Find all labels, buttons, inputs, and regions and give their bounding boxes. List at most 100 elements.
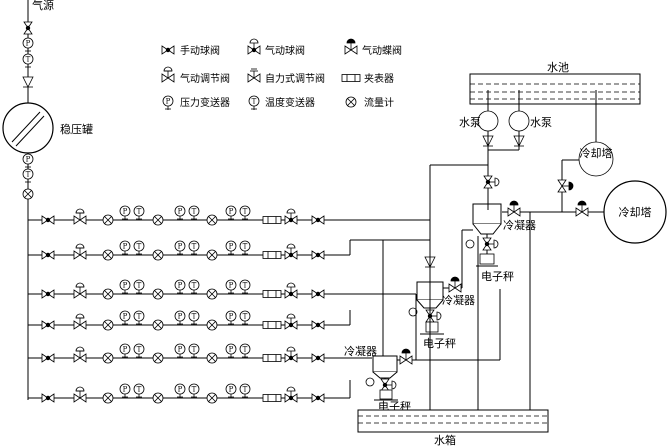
branch-regulating-valve-icon[interactable] — [73, 243, 87, 260]
branch-manual-valve-icon[interactable] — [311, 353, 325, 363]
branch-flowmeter-icon — [152, 214, 164, 226]
branch-flowmeter-icon — [152, 352, 164, 364]
branch-row — [28, 240, 350, 261]
branch-flowmeter-icon — [102, 288, 114, 300]
scale-2-label: 电子秤 — [423, 337, 456, 350]
branch-temperature-transmitter-icon — [239, 279, 251, 295]
branch-flowmeter-icon — [102, 392, 114, 404]
branch-pneumatic-ball-valve-icon[interactable] — [284, 386, 298, 403]
branch-row — [28, 310, 350, 331]
branch-regulating-valve-icon[interactable] — [73, 346, 87, 363]
branch-flowmeter-icon — [152, 319, 164, 331]
condenser2-drain-valve-icon[interactable] — [425, 309, 442, 323]
branch-pneumatic-ball-valve-icon[interactable] — [284, 208, 298, 225]
tank-pressure-transmitter-icon — [22, 153, 34, 169]
source-temperature-transmitter-icon — [22, 53, 34, 69]
branch-manual-valve-icon[interactable] — [311, 215, 325, 225]
legend-flowmeter-icon — [345, 96, 357, 108]
legend-temperature-transmitter-icon — [248, 95, 260, 111]
branch-temperature-transmitter-icon — [239, 205, 251, 221]
branch-temperature-transmitter-icon — [133, 279, 145, 295]
branch-pressure-transmitter-icon — [174, 343, 186, 359]
branch-pressure-transmitter-icon — [225, 310, 237, 326]
pump-left-icon[interactable] — [477, 110, 499, 132]
branch-manual-valve-icon[interactable] — [311, 320, 325, 330]
branch-manual-valve-icon[interactable] — [41, 289, 55, 299]
branch-pneumatic-ball-valve-icon[interactable] — [284, 282, 298, 299]
branch-flowmeter-icon — [102, 352, 114, 364]
branch-manual-valve-icon[interactable] — [311, 250, 325, 260]
branch-regulating-valve-icon[interactable] — [73, 282, 87, 299]
branch-pressure-transmitter-icon — [225, 205, 237, 221]
condenser3-drain-valve-icon[interactable] — [380, 378, 397, 392]
condenser1-outlet-valve-icon[interactable] — [507, 200, 521, 217]
pump-left-label: 水泵 — [459, 116, 481, 129]
scale-1-label: 电子秤 — [481, 270, 514, 283]
pump-outlet-valve-icon[interactable] — [483, 175, 500, 189]
branch-pressure-transmitter-icon — [174, 205, 186, 221]
condenser3-outlet-valve-icon[interactable] — [399, 348, 413, 365]
branch-row — [28, 343, 372, 364]
branch-regulating-valve-icon[interactable] — [73, 208, 87, 225]
condenser-1-label: 冷凝器 — [503, 218, 536, 232]
gas-source-label: 气源 — [32, 0, 54, 12]
condenser-3-label: 冷凝器 — [344, 344, 377, 358]
branch-pneumatic-ball-valve-icon[interactable] — [284, 346, 298, 363]
condenser2-outlet-valve-icon[interactable] — [448, 276, 462, 293]
branches — [28, 205, 430, 404]
branch-manual-valve-icon[interactable] — [41, 393, 55, 403]
stabilizer-tank-label: 稳压罐 — [60, 122, 93, 136]
branch-manual-valve-icon[interactable] — [41, 320, 55, 330]
condenser1-drain-valve-icon[interactable] — [482, 237, 499, 251]
legend: 手动球阀 气动球阀 气动蝶阀 气动调节阀 自力式调节阀 夹表器 压力变送器 温度… — [161, 38, 402, 111]
condenser2-sensor-icon — [408, 307, 418, 317]
branch-pressure-transmitter-icon — [119, 343, 131, 359]
legend-label: 气动蝶阀 — [362, 44, 402, 57]
legend-label: 手动球阀 — [180, 44, 220, 57]
small-tower-valve-icon[interactable] — [557, 179, 574, 193]
legend-pressure-transmitter-icon — [162, 95, 174, 111]
legend-label: 温度变送器 — [265, 96, 315, 109]
branch-temperature-transmitter-icon — [239, 383, 251, 399]
water-tank — [357, 409, 549, 433]
branch-pressure-transmitter-icon — [174, 240, 186, 256]
branch-flowmeter-icon — [102, 319, 114, 331]
condenser-1[interactable] — [472, 203, 502, 235]
branch-manual-valve-icon[interactable] — [311, 393, 325, 403]
stabilizer-tank[interactable] — [2, 102, 54, 154]
branch-flowmeter-icon — [152, 288, 164, 300]
branch-pressure-transmitter-icon — [225, 240, 237, 256]
scale-2 — [420, 321, 444, 335]
branch-temperature-transmitter-icon — [188, 343, 200, 359]
condenser-2-label: 冷凝器 — [442, 293, 475, 307]
branch-regulating-valve-icon[interactable] — [73, 313, 87, 330]
branch-flowmeter-icon — [102, 214, 114, 226]
branch-regulating-valve-icon[interactable] — [73, 386, 87, 403]
branch-manual-valve-icon[interactable] — [41, 250, 55, 260]
cooling-tower-small-icon[interactable] — [578, 141, 614, 177]
branch-manual-valve-icon[interactable] — [41, 215, 55, 225]
pump-right-icon[interactable] — [508, 110, 530, 132]
branch-pressure-transmitter-icon — [225, 383, 237, 399]
branch-temperature-transmitter-icon — [239, 343, 251, 359]
tower-inlet-valve-icon[interactable] — [575, 200, 589, 217]
condenser1-sensor-icon — [465, 239, 475, 249]
condenser-3[interactable] — [372, 355, 398, 379]
legend-self-regulating-valve-icon — [247, 68, 261, 83]
branch-temperature-transmitter-icon — [188, 205, 200, 221]
branch-pressure-transmitter-icon — [119, 240, 131, 256]
legend-pneumatic-ball-valve-icon — [247, 38, 261, 55]
branch-temperature-transmitter-icon — [239, 240, 251, 256]
branch-manual-valve-icon[interactable] — [41, 353, 55, 363]
branch-pressure-transmitter-icon — [174, 279, 186, 295]
branch-manual-valve-icon[interactable] — [311, 289, 325, 299]
source-valve-icon[interactable] — [23, 21, 33, 35]
branch-pneumatic-ball-valve-icon[interactable] — [284, 313, 298, 330]
legend-pneumatic-regulating-valve-icon — [161, 66, 175, 83]
branch-pressure-transmitter-icon — [174, 310, 186, 326]
source-pressure-transmitter-icon — [22, 37, 34, 53]
branch-clamp-icon — [262, 321, 282, 329]
source-check-valve-icon[interactable] — [22, 76, 34, 88]
branch-pneumatic-ball-valve-icon[interactable] — [284, 243, 298, 260]
